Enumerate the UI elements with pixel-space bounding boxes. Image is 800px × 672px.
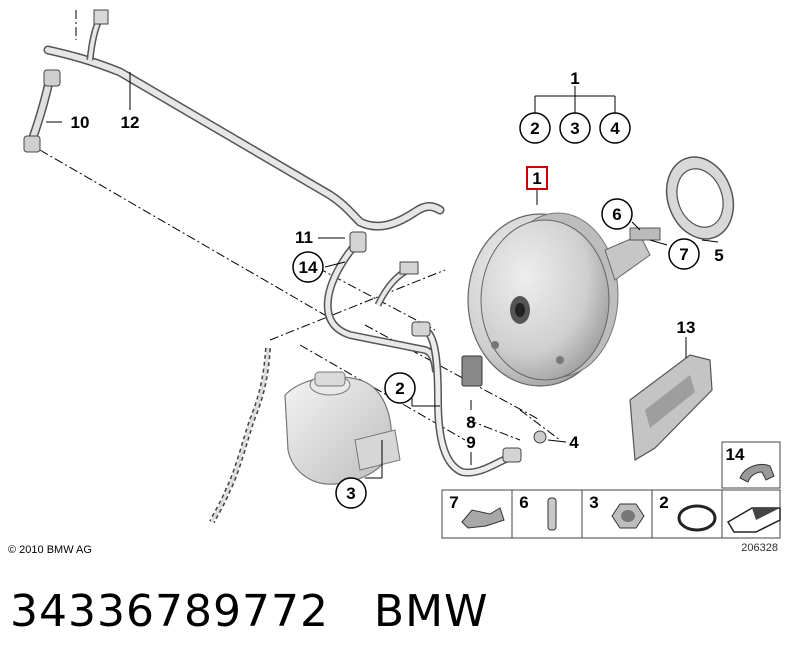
vacuum-hose-10	[23, 69, 61, 153]
callout-6: 6	[612, 205, 621, 224]
callout-2: 2	[530, 119, 539, 138]
vacuum-line-11	[323, 231, 440, 373]
callout-4: 4	[610, 119, 620, 138]
part-number: 34336789772	[10, 586, 329, 637]
pin-icon	[547, 497, 557, 531]
callout-9: 9	[466, 433, 475, 452]
part-number-caption: 34336789772 BMW	[10, 586, 489, 637]
callout-13: 13	[677, 318, 696, 337]
sensor-8	[461, 355, 547, 444]
vacuum-pipe-12	[43, 9, 445, 231]
brake-booster	[467, 212, 661, 387]
callout-10: 10	[71, 113, 90, 132]
callout-4-small: 4	[569, 433, 579, 452]
legend-14: 14	[726, 445, 745, 464]
callout-7: 7	[679, 245, 688, 264]
copyright: © 2010 BMW AG	[8, 544, 92, 556]
callout-2-reservoir: 2	[395, 379, 404, 398]
legend-7: 7	[449, 493, 458, 512]
legend-3: 3	[589, 493, 598, 512]
bracket-13	[629, 354, 713, 462]
vacuum-line-9	[411, 321, 522, 477]
callout-5: 5	[714, 246, 723, 265]
callout-8: 8	[466, 413, 475, 432]
callout-3: 3	[570, 119, 579, 138]
clip-icon	[739, 464, 775, 483]
wiring-harness	[209, 347, 271, 524]
gasket-5	[665, 156, 735, 240]
parts-legend: 14 7 6 3 2	[441, 441, 781, 539]
callout-12: 12	[121, 113, 140, 132]
callout-14: 14	[299, 258, 318, 277]
legend-6: 6	[519, 493, 528, 512]
brake-fluid-reservoir	[284, 371, 401, 485]
callout-tree	[46, 72, 719, 479]
callout-3-reservoir: 3	[346, 484, 355, 503]
callout-1-top: 1	[570, 69, 579, 88]
diagram-code: 206328	[741, 542, 778, 554]
clamp-icon	[461, 507, 505, 529]
callout-1-boxed: 1	[532, 169, 541, 188]
callout-labels: 1 2 3 4 1 6 7 5 10 12 11 14 2 3 8 9 4 13	[71, 69, 724, 509]
o-ring-icon	[677, 504, 717, 532]
callout-11: 11	[295, 228, 313, 247]
brand-name: BMW	[373, 586, 489, 637]
legend-2: 2	[659, 493, 668, 512]
